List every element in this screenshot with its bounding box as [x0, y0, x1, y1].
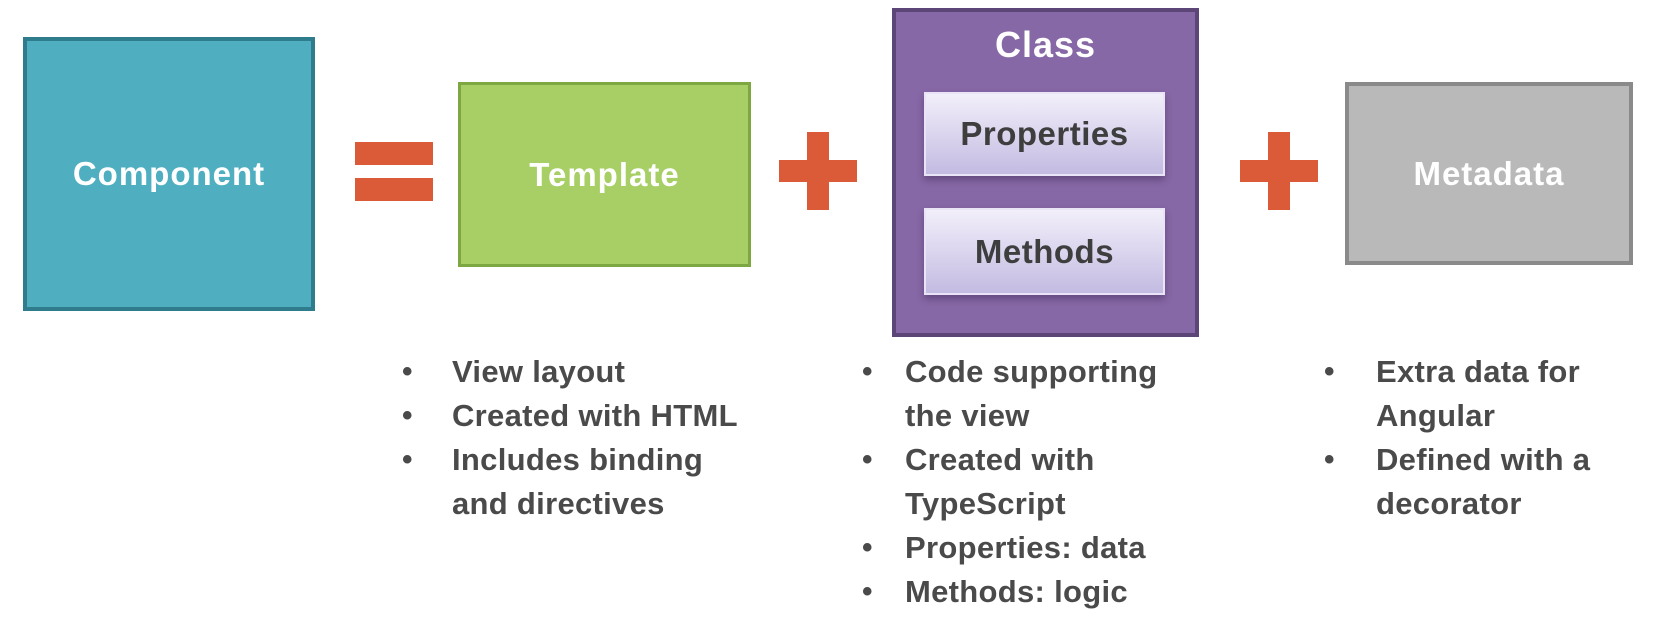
note-text: Defined with a decorator	[1376, 442, 1591, 521]
component-box: Component	[23, 37, 315, 311]
bullet-item: Created with TypeScript	[862, 438, 1282, 526]
equals-bar-top	[355, 142, 433, 165]
note-text: Properties: data	[905, 530, 1146, 565]
plus-vertical-bar	[807, 132, 829, 210]
note-text: View layout	[452, 354, 626, 389]
equals-operator-icon	[355, 142, 433, 201]
bullet-item: Defined with a decorator	[1324, 438, 1660, 526]
bullet-item: View layout	[402, 350, 842, 394]
bullet-item: Includes binding and directives	[402, 438, 842, 526]
properties-box: Properties	[924, 92, 1165, 176]
bullet-item: Extra data for Angular	[1324, 350, 1660, 438]
note-text: Extra data for Angular	[1376, 354, 1581, 433]
metadata-label: Metadata	[1413, 154, 1565, 192]
bullet-item: Code supporting the view	[862, 350, 1282, 438]
component-label: Component	[72, 155, 266, 192]
metadata-notes-list: Extra data for Angular Defined with a de…	[1324, 350, 1660, 526]
class-notes-list: Code supporting the view Created with Ty…	[862, 350, 1282, 614]
plus-operator-icon	[1240, 132, 1318, 210]
metadata-box: Metadata	[1345, 82, 1633, 265]
note-text: Includes binding and directives	[452, 442, 704, 521]
bullet-item: Methods: logic	[862, 570, 1282, 614]
class-box: Class Properties Methods	[892, 8, 1199, 337]
methods-label: Methods	[974, 232, 1115, 270]
note-text: Methods: logic	[905, 574, 1128, 609]
bullet-item: Properties: data	[862, 526, 1282, 570]
properties-label: Properties	[960, 115, 1129, 152]
class-label: Class	[994, 24, 1097, 65]
equals-bar-bottom	[355, 178, 433, 201]
note-text: Created with HTML	[452, 398, 738, 433]
template-notes-list: View layout Created with HTML Includes b…	[402, 350, 842, 526]
template-label: Template	[529, 155, 680, 193]
plus-operator-icon	[779, 132, 857, 210]
plus-vertical-bar	[1268, 132, 1290, 210]
methods-box: Methods	[924, 208, 1165, 295]
template-box: Template	[458, 82, 751, 267]
note-text: Code supporting the view	[905, 354, 1158, 433]
bullet-item: Created with HTML	[402, 394, 842, 438]
note-text: Created with TypeScript	[905, 442, 1095, 521]
